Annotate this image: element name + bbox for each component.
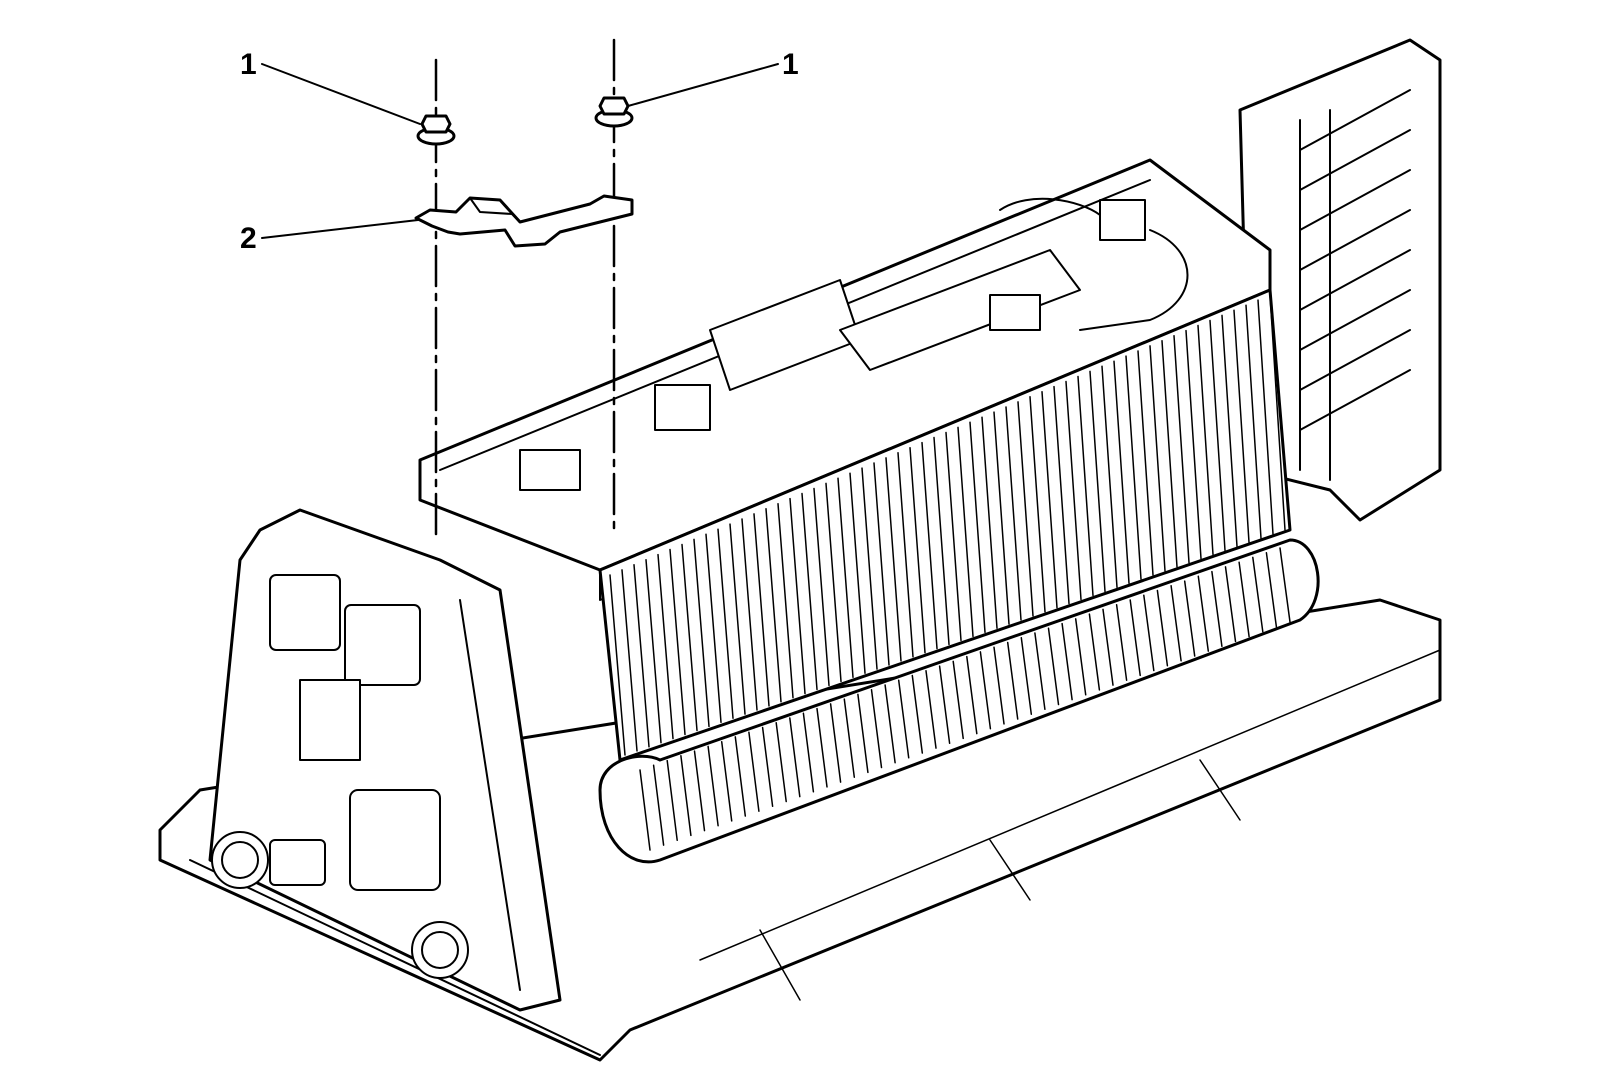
leader-lines bbox=[261, 63, 779, 239]
bracket-part bbox=[414, 194, 634, 248]
cell-stack bbox=[598, 288, 1292, 762]
battery-top-cover bbox=[418, 158, 1272, 601]
callout-bracket: 2 bbox=[240, 222, 257, 255]
front-end-plate bbox=[208, 508, 562, 1012]
coolant-manifold bbox=[598, 538, 1320, 864]
nut-right-part bbox=[594, 96, 634, 128]
nut-left-part bbox=[416, 114, 456, 146]
callout-nut-left: 1 bbox=[240, 48, 257, 81]
callout-nut-right: 1 bbox=[782, 48, 799, 81]
